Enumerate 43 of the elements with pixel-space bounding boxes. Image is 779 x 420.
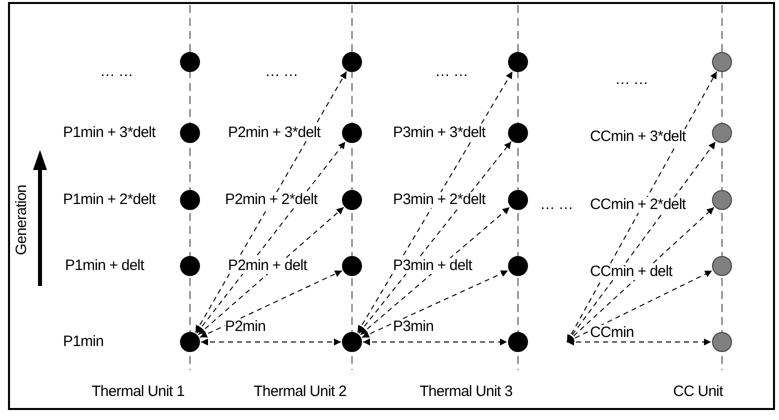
state-dot [342,332,362,352]
state-dot [180,190,200,210]
arrow [566,270,713,342]
state-dot [342,52,362,72]
value-label: P2min + 3*delt [228,125,320,141]
state-dot [712,52,732,72]
value-label: CCmin + delt [590,264,672,280]
state-dot [180,52,200,72]
arrow [358,141,512,334]
value-label: P3min + 3*delt [393,125,486,141]
arrow [360,206,510,336]
state-dot [712,256,732,276]
value-label: CCmin + 2*delt [590,197,686,213]
state-dot [342,123,362,143]
value-label: P3min + delt [393,258,472,274]
state-dot [508,256,528,276]
value-label: P3min + 2*delt [393,192,486,208]
arrow [566,338,712,346]
arrow [196,141,346,334]
state-dot [508,123,528,143]
arrow [362,338,508,346]
state-dot [508,190,528,210]
value-label: CCmin + 3*delt [590,129,686,145]
state-dot [180,332,200,352]
arrow [200,338,342,346]
state-dot [180,123,200,143]
state-dot [712,332,732,352]
state-dot [712,190,732,210]
axis-label: Generation [14,184,30,258]
arrow [200,270,342,338]
arrow [362,270,508,338]
state-dot [712,123,732,143]
arrow [566,141,716,342]
arrow [566,71,718,342]
state-dot [342,190,362,210]
value-label: P2min + delt [228,258,307,274]
state-dot [180,256,200,276]
arrow [566,206,714,342]
arrow [198,206,344,336]
state-dot [508,332,528,352]
state-dot [342,256,362,276]
value-label: P2min + 2*delt [225,192,318,208]
state-dot [508,52,528,72]
